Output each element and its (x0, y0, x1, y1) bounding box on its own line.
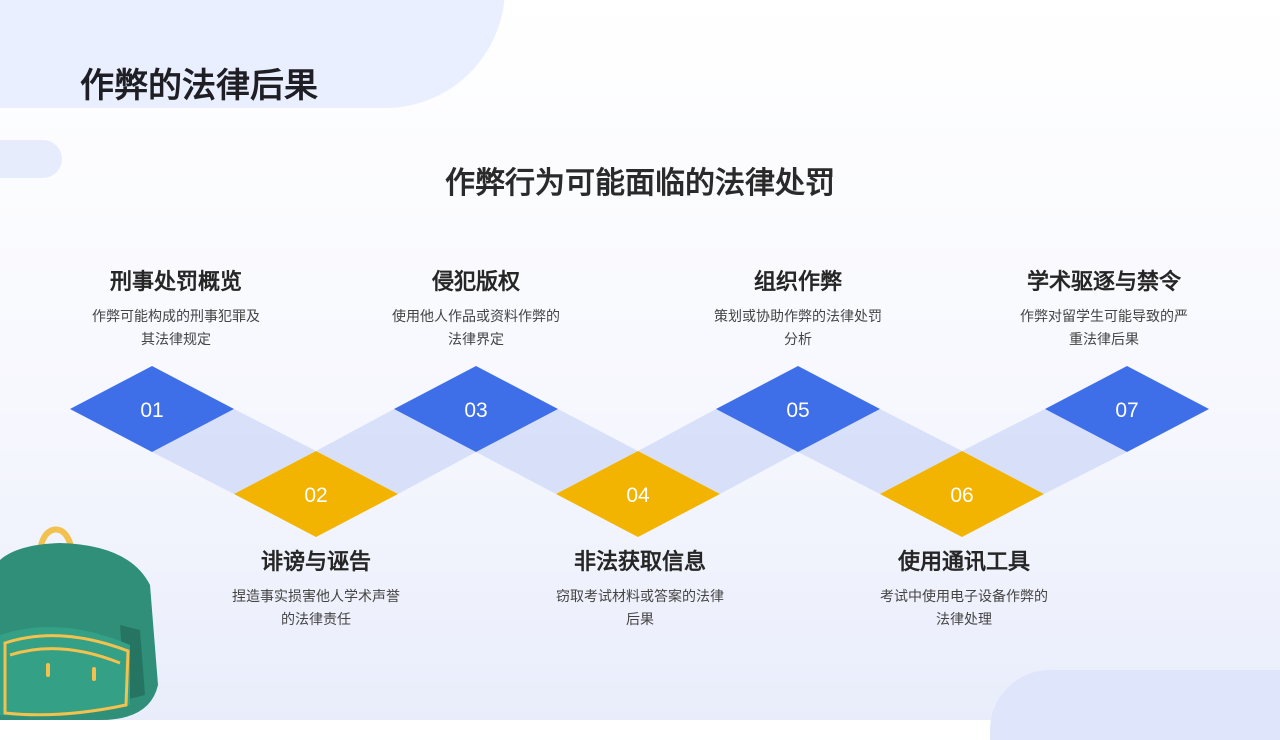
step-number: 02 (304, 484, 327, 507)
step-title: 学术驱逐与禁令 (984, 268, 1224, 298)
step-description: 使用他人作品或资料作弊的法律界定 (356, 306, 596, 352)
step-description: 策划或协助作弊的法律处罚分析 (678, 306, 918, 352)
step-item-01: 刑事处罚概览 作弊可能构成的刑事犯罪及其法律规定 (56, 268, 296, 352)
step-description: 窃取考试材料或答案的法律后果 (520, 586, 760, 632)
step-title: 刑事处罚概览 (56, 268, 296, 298)
step-title: 组织作弊 (678, 268, 918, 298)
step-item-06: 使用通讯工具 考试中使用电子设备作弊的法律处理 (844, 548, 1084, 632)
step-title: 非法获取信息 (520, 548, 760, 578)
step-description: 捏造事实损害他人学术声誉的法律责任 (196, 586, 436, 632)
step-description: 作弊对留学生可能导致的严重法律后果 (984, 306, 1224, 352)
step-number: 03 (464, 399, 487, 422)
step-number: 07 (1115, 399, 1138, 422)
step-number: 05 (786, 399, 809, 422)
step-title: 侵犯版权 (356, 268, 596, 298)
step-title: 使用通讯工具 (844, 548, 1084, 578)
step-number: 01 (140, 399, 163, 422)
step-description: 作弊可能构成的刑事犯罪及其法律规定 (56, 306, 296, 352)
step-number: 04 (626, 484, 650, 507)
step-item-07: 学术驱逐与禁令 作弊对留学生可能导致的严重法律后果 (984, 268, 1224, 352)
step-item-03: 侵犯版权 使用他人作品或资料作弊的法律界定 (356, 268, 596, 352)
step-title: 诽谤与诬告 (196, 548, 436, 578)
backpack-illustration (0, 515, 160, 720)
step-number: 06 (950, 484, 973, 507)
step-item-02: 诽谤与诬告 捏造事实损害他人学术声誉的法律责任 (196, 548, 436, 632)
step-item-04: 非法获取信息 窃取考试材料或答案的法律后果 (520, 548, 760, 632)
step-item-05: 组织作弊 策划或协助作弊的法律处罚分析 (678, 268, 918, 352)
step-description: 考试中使用电子设备作弊的法律处理 (844, 586, 1084, 632)
